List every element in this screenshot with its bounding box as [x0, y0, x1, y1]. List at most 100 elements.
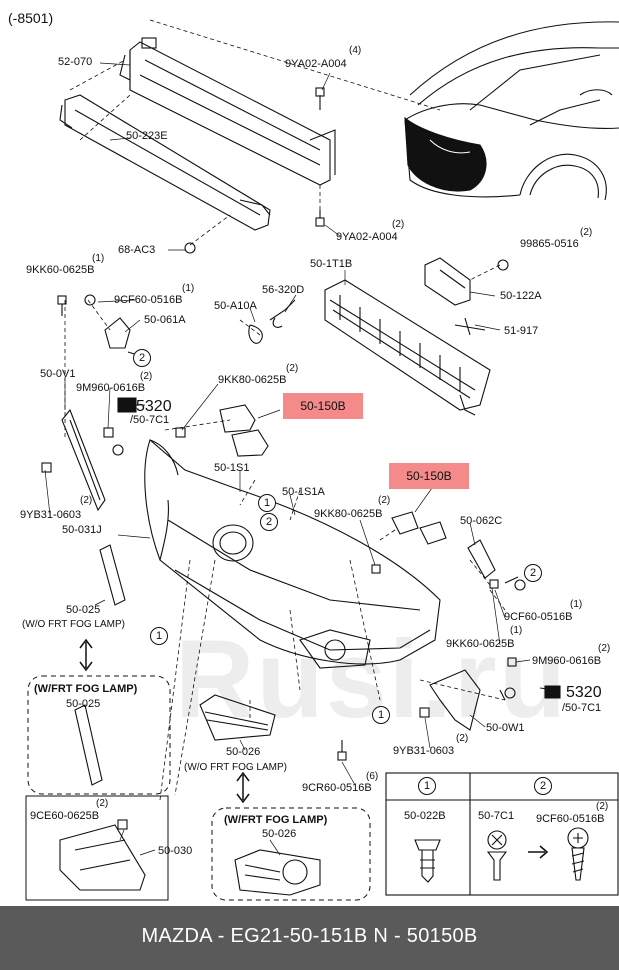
- part-label[interactable]: 56-320D: [262, 284, 305, 296]
- callout-1: 1: [372, 706, 390, 724]
- note-with-fog-lamp: (W/FRT FOG LAMP): [224, 814, 328, 826]
- part-label[interactable]: /50-7C1: [562, 702, 602, 714]
- part-qty: (2): [392, 219, 405, 230]
- part-qty: (2): [286, 363, 299, 374]
- part-label[interactable]: 5320: [136, 398, 172, 415]
- part-qty: (2): [378, 495, 391, 506]
- bracket-50-0V1: [61, 408, 106, 512]
- part-label[interactable]: 9YB31-0603: [393, 745, 455, 757]
- reflector-50-025-fog: [74, 704, 103, 786]
- part-label[interactable]: 50-062C: [460, 515, 503, 527]
- license-bracket-50-030: [59, 824, 146, 891]
- clip-50-022B-icon: [414, 839, 441, 883]
- clip-icon: [117, 397, 137, 413]
- footer-bar: MAZDA - EG21-50-151B N - 50150B: [0, 906, 619, 970]
- bracket-50-150B-left: [219, 404, 269, 457]
- part-qty: (6): [366, 771, 379, 782]
- car-silhouette-icon: [404, 21, 619, 201]
- callout-1: 1: [258, 494, 276, 512]
- bumper-50-031J: [144, 439, 441, 669]
- part-label[interactable]: 68-AC3: [118, 244, 156, 256]
- part-label[interactable]: 50-030: [158, 845, 193, 857]
- part-qty: (2): [80, 495, 93, 506]
- part-label[interactable]: 50-1T1B: [310, 258, 353, 270]
- part-label[interactable]: /50-7C1: [130, 414, 170, 426]
- part-label[interactable]: 9KK80-0625B: [218, 374, 287, 386]
- part-label[interactable]: 50-025: [66, 604, 101, 616]
- part-label[interactable]: 9YA02-A004: [285, 58, 347, 70]
- note-with-fog-lamp: (W/FRT FOG LAMP): [34, 683, 138, 695]
- part-label[interactable]: 9KK80-0625B: [314, 508, 383, 520]
- part-label[interactable]: 5320: [566, 684, 602, 701]
- part-label[interactable]: 50-223E: [126, 130, 168, 142]
- highlighted-part-50-150B[interactable]: 50-150B: [389, 463, 469, 489]
- diagram-drawing: [25, 19, 619, 901]
- part-qty: (2): [96, 798, 109, 809]
- clip-50-7C1-icon: [486, 830, 508, 881]
- legend-part-label[interactable]: 50-7C1: [478, 810, 515, 822]
- part-label[interactable]: 99865-0516: [520, 238, 579, 250]
- car-front-bumper-shade: [404, 116, 487, 192]
- part-label[interactable]: 9CF60-0516B: [114, 294, 183, 306]
- part-label[interactable]: 50-1S1A: [282, 486, 325, 498]
- part-label[interactable]: 51-917: [504, 325, 539, 337]
- part-label[interactable]: 50-1S1: [214, 462, 250, 474]
- part-label[interactable]: 9CR60-0516B: [302, 782, 372, 794]
- bracket-50-061A: [104, 317, 131, 349]
- part-label[interactable]: 9YA02-A004: [336, 231, 398, 243]
- part-label[interactable]: 50-122A: [500, 290, 542, 302]
- part-label[interactable]: 50-A10A: [214, 300, 257, 312]
- absorber-50-223E: [59, 94, 271, 231]
- part-label[interactable]: 50-031J: [62, 524, 102, 536]
- callout-1: 1: [150, 627, 168, 645]
- bracket-50-A10A: [248, 324, 263, 344]
- part-label[interactable]: 9CF60-0516B: [504, 611, 573, 623]
- bracket-50-0W1: [429, 669, 481, 731]
- note-without-fog-lamp: (W/O FRT FOG LAMP): [22, 619, 125, 630]
- parts-diagram: Rusi.ru: [8, 10, 619, 901]
- part-label[interactable]: 9KK60-0625B: [446, 638, 515, 650]
- part-qty: (1): [570, 599, 583, 610]
- clip-51-917: [454, 317, 486, 336]
- cable-56-320D: [269, 299, 296, 328]
- part-label[interactable]: 52-070: [58, 56, 93, 68]
- part-qty: (2): [140, 371, 153, 382]
- bracket-50-062C: [467, 539, 496, 579]
- footer-part-numbers: MAZDA - EG21-50-151B N - 50150B: [141, 925, 478, 947]
- highlighted-part-50-150B[interactable]: 50-150B: [283, 393, 363, 419]
- arrow-right-icon: [504, 576, 519, 584]
- part-qty: (2): [598, 643, 611, 654]
- double-arrow-icon: [79, 638, 250, 804]
- watermark: Rusi.ru: [175, 618, 568, 741]
- reinforcement-52-070: [119, 37, 336, 186]
- part-label[interactable]: 9YB31-0603: [20, 509, 82, 521]
- part-label[interactable]: 50-061A: [144, 314, 186, 326]
- clip-icon: [544, 685, 561, 699]
- legend-header-2: 2: [534, 777, 552, 795]
- arrow-right-icon: [528, 845, 549, 859]
- part-label[interactable]: 50-026: [226, 746, 261, 758]
- part-label[interactable]: 50-026: [262, 828, 297, 840]
- part-qty: (1): [92, 253, 105, 264]
- legend-part-label[interactable]: 50-022B: [404, 810, 446, 822]
- bolt-icon: [41, 87, 526, 830]
- part-label[interactable]: 9M960-0616B: [532, 655, 602, 667]
- legend-header-1: 1: [418, 777, 436, 795]
- part-label[interactable]: 9KK60-0625B: [26, 264, 95, 276]
- callout-2: 2: [133, 349, 151, 367]
- diagram-code: (-8501): [8, 10, 54, 26]
- part-label[interactable]: 50-0W1: [486, 722, 525, 734]
- legend-part-label[interactable]: 9CF60-0516B: [536, 813, 605, 825]
- part-qty: (2): [580, 227, 593, 238]
- screw-9CF60-icon: [567, 827, 589, 881]
- legend-table: [385, 772, 619, 896]
- part-label[interactable]: 9M960-0616B: [76, 382, 146, 394]
- part-label[interactable]: 50-025: [66, 698, 101, 710]
- part-qty: (4): [349, 45, 362, 56]
- part-label[interactable]: 9CE60-0625B: [30, 810, 100, 822]
- note-without-fog-lamp: (W/O FRT FOG LAMP): [184, 762, 287, 773]
- cover-50-026: [199, 694, 276, 741]
- bracket-50-150B-right: [391, 511, 447, 545]
- callout-2: 2: [524, 564, 542, 582]
- part-label[interactable]: 50-0V1: [40, 368, 76, 380]
